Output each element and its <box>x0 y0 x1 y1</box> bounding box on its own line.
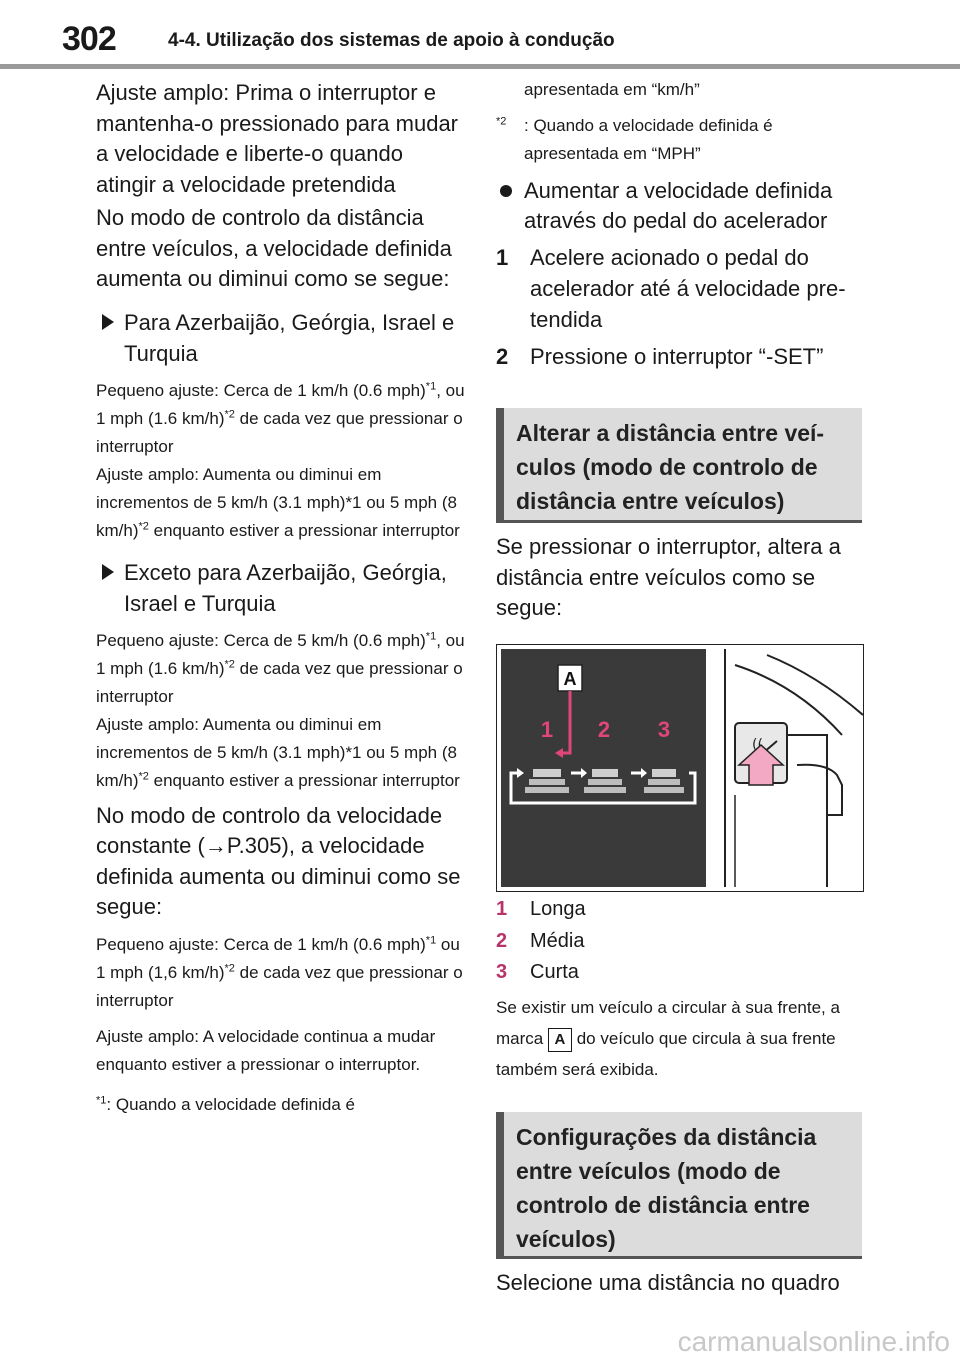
note-vehicle-mark: Se existir um veículo a circular à sua f… <box>496 998 840 1079</box>
bullet-dot-icon <box>500 185 512 197</box>
bullet-accelerator: Aumentar a velocidade definida através d… <box>496 176 866 236</box>
wide-adjust-1: Ajuste amplo: Aumenta ou diminui em incr… <box>96 464 460 540</box>
small-adjust-1: Pequeno ajuste: Cerca de 1 km/h (0.6 mph… <box>96 379 465 456</box>
step-1: 1 Acelere acionado o pedal do acelerador… <box>496 242 866 335</box>
paragraph-select: Selecione uma distância no quadro <box>496 1270 840 1295</box>
distance-illustration: (( A 1 2 3 <box>501 649 864 887</box>
subheading-except: Exceto para Azerbaijão, Geór­gia, Israel… <box>96 557 466 619</box>
paragraph-distance-mode: No modo de controlo da distância entre v… <box>96 205 452 291</box>
step-number: 1 <box>496 245 509 270</box>
page-number: 302 <box>62 20 117 58</box>
left-column: Ajuste amplo: Prima o interruptor e mant… <box>96 78 466 1119</box>
figure-num-3: 3 <box>658 717 670 742</box>
distance-short-icon <box>644 769 684 793</box>
distance-medium-icon <box>584 769 626 793</box>
display-panel <box>501 649 706 887</box>
subheading-azerbaijan: Para Azerbaijão, Geórgia, Israel e Turqu… <box>96 307 466 369</box>
step-2: 2 Pressione o interruptor “-SET” <box>496 341 866 372</box>
footnote-1: *1: Quando a velocidade definida é <box>96 1093 355 1114</box>
wide-adjust-2: Ajuste amplo: Aumenta ou diminui em incr… <box>96 714 460 790</box>
paragraph-switch: Se pressionar o interruptor, altera a di… <box>496 534 841 620</box>
distance-long-icon <box>525 769 569 793</box>
section-heading-settings: Configurações da distância entre veículo… <box>496 1112 862 1259</box>
press-arrow-icon <box>737 743 785 786</box>
svg-text:((: (( <box>752 737 763 753</box>
chapter-title: 4-4. Utilização dos sistemas de apoio à … <box>168 30 615 51</box>
small-adjust-2: Pequeno ajuste: Cerca de 5 km/h (0.6 mph… <box>96 629 465 706</box>
triangle-bullet-icon <box>102 563 114 580</box>
footnote-2: *2: Quando a velocidade definida é apres… <box>496 115 773 163</box>
right-column-2: Se pressionar o interruptor, altera a di… <box>496 532 866 624</box>
mark-a-icon: A <box>547 1027 572 1052</box>
paragraph-wide-adjust: Ajuste amplo: Prima o interruptor e mant… <box>96 80 459 197</box>
figure-num-2: 2 <box>598 717 610 742</box>
distance-figure: (( A 1 2 3 <box>496 644 864 892</box>
section-heading-distance: Alterar a distância entre veí­culos (mod… <box>496 408 862 523</box>
label-a: A <box>564 669 577 689</box>
paragraph-constant-mode: No modo de controlo da velocidade consta… <box>96 802 461 920</box>
footnote-1-cont: apresentada em “km/h” <box>524 80 700 99</box>
wide-adjust-3: Ajuste amplo: A velocidade continua a mu… <box>96 1026 436 1074</box>
triangle-bullet-icon <box>102 313 114 330</box>
header-rule <box>0 64 960 69</box>
small-adjust-3: Pequeno ajuste: Cerca de 1 km/h (0.6 mph… <box>96 933 463 1010</box>
step-number: 2 <box>496 344 509 369</box>
right-column: apresentada em “km/h” *2: Quando a veloc… <box>496 76 866 372</box>
watermark: carmanualsonline.info <box>677 1326 950 1357</box>
figure-num-1: 1 <box>541 717 553 742</box>
